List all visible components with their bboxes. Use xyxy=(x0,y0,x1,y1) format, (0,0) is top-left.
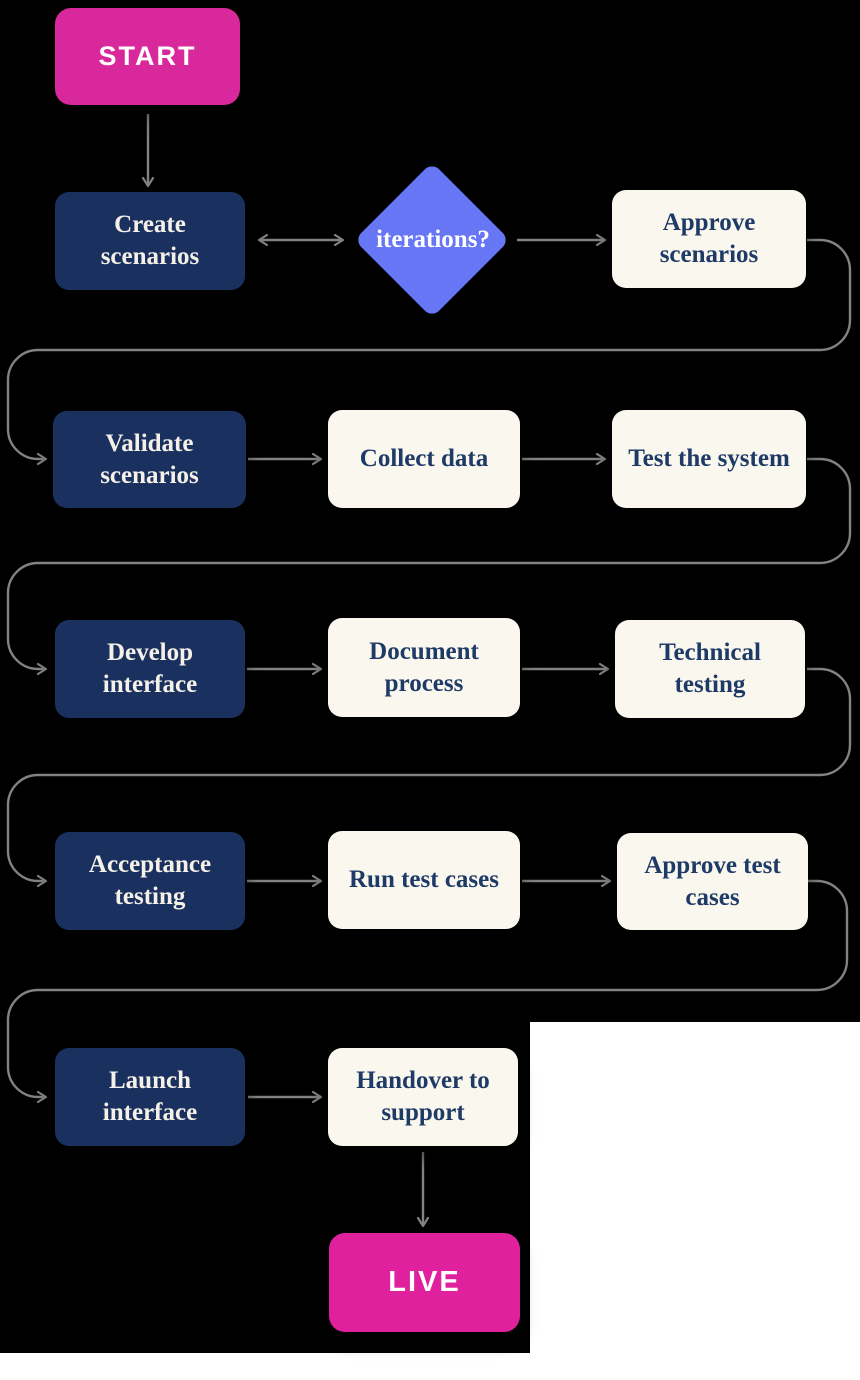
run-test-cases-node: Run test cases xyxy=(328,831,520,929)
live-node: LIVE xyxy=(329,1233,520,1332)
launch-interface-node: Launch interface xyxy=(55,1048,245,1146)
validate-scenarios-node: Validate scenarios xyxy=(53,411,246,508)
launch-interface-label: Launch interface xyxy=(102,1067,198,1126)
approve-test-cases-label: Approve test cases xyxy=(644,851,781,911)
acceptance-testing-node: Acceptance testing xyxy=(55,832,245,930)
create-scenarios-node: Create scenarios xyxy=(55,192,245,290)
handover-support-node: Handover to support xyxy=(328,1048,518,1146)
connector-approvetc-to-launch-wrap xyxy=(6,879,849,1104)
connector-approve-to-validate-wrap xyxy=(6,238,852,466)
approve-scenarios-node: Approve scenarios xyxy=(612,190,806,288)
approve-test-cases-node: Approve test cases xyxy=(617,833,808,930)
acceptance-testing-label: Acceptance testing xyxy=(88,851,212,910)
develop-interface-label: Develop interface xyxy=(102,639,198,698)
validate-scenarios-label: Validate scenarios xyxy=(100,429,199,489)
document-process-node: Document process xyxy=(328,618,520,717)
run-test-cases-label: Run test cases xyxy=(349,866,499,893)
test-system-label: Test the system xyxy=(628,445,790,472)
collect-data-node: Collect data xyxy=(328,410,520,508)
live-label: LIVE xyxy=(388,1266,461,1298)
white-background-strip xyxy=(0,1353,860,1380)
connector-test-to-develop-wrap xyxy=(6,457,852,676)
iterations-decision-label: iterations? xyxy=(376,226,490,253)
document-process-label: Document process xyxy=(369,637,479,697)
develop-interface-node: Develop interface xyxy=(55,620,245,718)
technical-testing-label: Technical testing xyxy=(659,639,761,698)
technical-testing-node: Technical testing xyxy=(615,620,805,718)
start-label: START xyxy=(98,41,197,71)
collect-data-label: Collect data xyxy=(359,445,489,472)
approve-scenarios-label: Approve scenarios xyxy=(659,209,759,268)
connector-technical-to-acceptance-wrap xyxy=(6,667,852,888)
handover-support-label: Handover to support xyxy=(356,1067,490,1126)
create-scenarios-label: Create scenarios xyxy=(100,211,200,270)
test-system-node: Test the system xyxy=(612,410,806,508)
start-node: START xyxy=(55,8,240,105)
white-background-panel xyxy=(530,1022,860,1380)
